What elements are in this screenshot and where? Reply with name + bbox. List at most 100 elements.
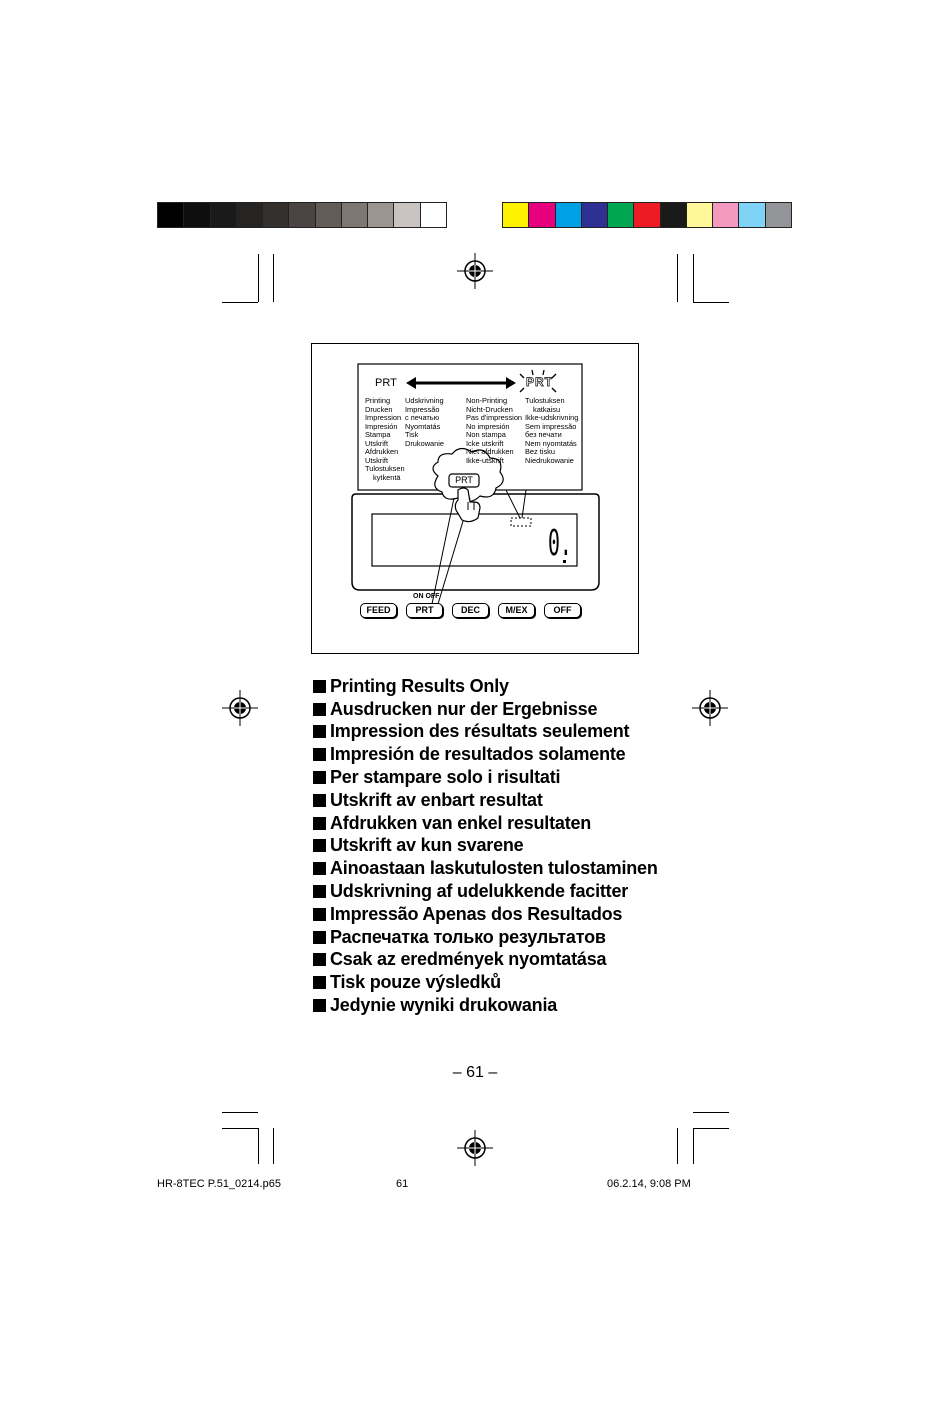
key-dec-button[interactable]: DEC [452,603,489,618]
term-text: Sem impressão [525,421,577,431]
color-calibration-bar [502,202,792,228]
heading-item: Ausdrucken nur der Ergebnisse [313,698,658,721]
gray-calibration-bar [157,202,447,228]
bullet-square-icon [313,885,326,899]
term-text: Tisk [405,430,419,439]
bullet-square-icon [313,748,326,762]
term-text: kytkentä [373,472,401,482]
term-text: Udskrivning [405,396,444,405]
term-text: Pas d'impression [466,413,523,422]
heading-item: Ainoastaan laskutulosten tulostaminen [313,857,658,880]
bullet-square-icon [313,976,326,990]
bullet-square-icon [313,725,326,739]
display-value: 0. [548,523,572,564]
color-swatch [713,203,740,227]
color-swatch [263,203,290,227]
heading-text: Afdrukken van enkel resultaten [330,812,592,833]
term-text: Nyomtatás [405,421,441,431]
term-text: Non-Printing [466,396,508,405]
heading-text: Udskrivning af udelukkende facitter [330,881,629,902]
bubble-prt-key: PRT [455,475,473,485]
term-text: Afdrukken [365,447,399,456]
heading-text: Utskrift av enbart resultat [330,789,543,810]
term-text: Niet afdrukken [466,447,514,456]
key-feed-button[interactable]: FEED [360,603,397,618]
registration-mark-icon [692,690,728,726]
color-swatch [660,203,687,227]
heading-text: Printing Results Only [330,675,509,696]
heading-item: Utskrift av kun svarene [313,835,658,858]
footer-page: 61 [396,1178,409,1190]
heading-item: Impression des résultats seulement [313,721,658,744]
bullet-square-icon [313,999,326,1013]
term-text: Utskrift [365,438,388,448]
heading-item: Csak az eredmények nyomtatása [313,949,658,972]
color-swatch [555,203,582,227]
term-text: Ikke-utskrift [466,455,504,465]
term-text: Niedrukowanie [525,455,574,465]
term-text: Utskrift [365,455,388,465]
bullet-square-icon [313,793,326,807]
heading-text: Impression des résultats seulement [330,721,630,742]
heading-item: Afdrukken van enkel resultaten [313,812,658,835]
color-swatch [503,203,530,227]
term-text: Nicht-Drucken [466,404,513,414]
bullet-square-icon [313,953,326,967]
color-swatch [608,203,635,227]
term-text: katkaisu [533,404,561,414]
term-text: Non stampa [466,430,506,439]
calculator-illustration [351,363,600,605]
term-text: Impression [365,413,402,422]
heading-text: Ainoastaan laskutulosten tulostaminen [330,858,658,879]
term-text: Printing [365,396,391,405]
heading-text: Per stampare solo i risultati [330,767,561,788]
prt-label: PRT [375,377,397,389]
bullet-square-icon [313,679,326,693]
term-text: Drucken [365,404,393,414]
bullet-square-icon [313,816,326,830]
term-text: Impressão [405,404,440,414]
prt-outline-label: PRT [526,375,553,390]
heading-item: Per stampare solo i risultati [313,766,658,789]
heading-item: Tisk pouze výsledků [313,971,658,994]
heading-text: Распечатка только результатов [330,926,606,947]
footer-filename: HR-8TEC P.51_0214.p65 [157,1178,281,1190]
bullet-square-icon [313,839,326,853]
heading-item: Printing Results Only [313,675,658,698]
color-swatch [581,203,609,227]
heading-text: Impressão Apenas dos Resultados [330,903,623,924]
key-prt-button[interactable]: PRT [406,603,443,618]
color-swatch [184,203,211,227]
page-number: – 61 – [452,1064,498,1081]
color-swatch [765,203,791,227]
color-swatch [236,203,264,227]
term-text: Stampa [365,430,391,439]
color-swatch [529,203,556,227]
term-text: Icke utskrift [466,438,504,448]
color-swatch [368,203,395,227]
heading-item: Utskrift av enbart resultat [313,789,658,812]
term-text: Tulostuksen [365,464,405,473]
color-swatch [315,203,342,227]
term-text: Ikke-udskrivning [525,413,579,422]
color-swatch [341,203,369,227]
bullet-square-icon [313,702,326,716]
color-swatch [420,203,446,227]
bullet-square-icon [313,930,326,944]
term-text: Drukowanie [405,438,445,448]
bullet-square-icon [313,907,326,921]
heading-item: Impressão Apenas dos Resultados [313,903,658,926]
term-text: без печати [525,430,562,439]
key-off-button[interactable]: OFF [544,603,581,618]
color-swatch [210,203,237,227]
term-text: Bez tisku [525,447,555,456]
key-mex-button[interactable]: M/EX [498,603,535,618]
term-text: с печатью [405,413,440,422]
heading-item: Impresión de resultados solamente [313,743,658,766]
registration-mark-icon [222,690,258,726]
